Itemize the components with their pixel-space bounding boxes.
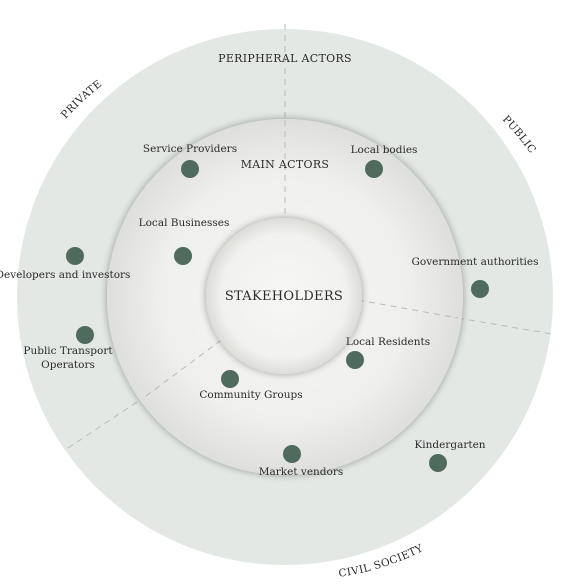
inner-circle [206, 218, 362, 374]
dot-government-authorities [471, 280, 489, 298]
divider-right-inner [357, 299, 459, 319]
dot-local-residents [346, 351, 364, 369]
dot-kindergarten [429, 454, 447, 472]
dot-local-bodies [365, 160, 383, 178]
divider-right [457, 317, 553, 335]
label-government-authorities: Government authorities [411, 256, 538, 268]
dot-local-businesses [174, 247, 192, 265]
dot-community-groups [221, 370, 239, 388]
outer-ring-label: PERIPHERAL ACTORS [218, 52, 352, 65]
label-kindergarten: Kindergarten [414, 439, 485, 451]
label-service-providers: Service Providers [143, 143, 237, 155]
label-local-residents: Local Residents [346, 336, 430, 348]
dot-market-vendors [283, 445, 301, 463]
divider-bottom-left-inner [145, 337, 225, 397]
label-public-transport-1: Public Transport [23, 345, 113, 357]
dot-developers-investors [66, 247, 84, 265]
label-local-bodies: Local bodies [351, 144, 418, 156]
label-developers-investors: Developers and investors [0, 269, 130, 281]
middle-ring-label: MAIN ACTORS [241, 158, 330, 171]
dot-public-transport [76, 326, 94, 344]
center-label: STAKEHOLDERS [225, 289, 343, 304]
divider-bottom-left [67, 395, 147, 449]
dot-service-providers [181, 160, 199, 178]
label-market-vendors: Market vendors [259, 466, 344, 478]
label-public-transport-2: Operators [41, 359, 95, 371]
label-community-groups: Community Groups [199, 389, 302, 401]
label-local-businesses: Local Businesses [139, 217, 230, 229]
